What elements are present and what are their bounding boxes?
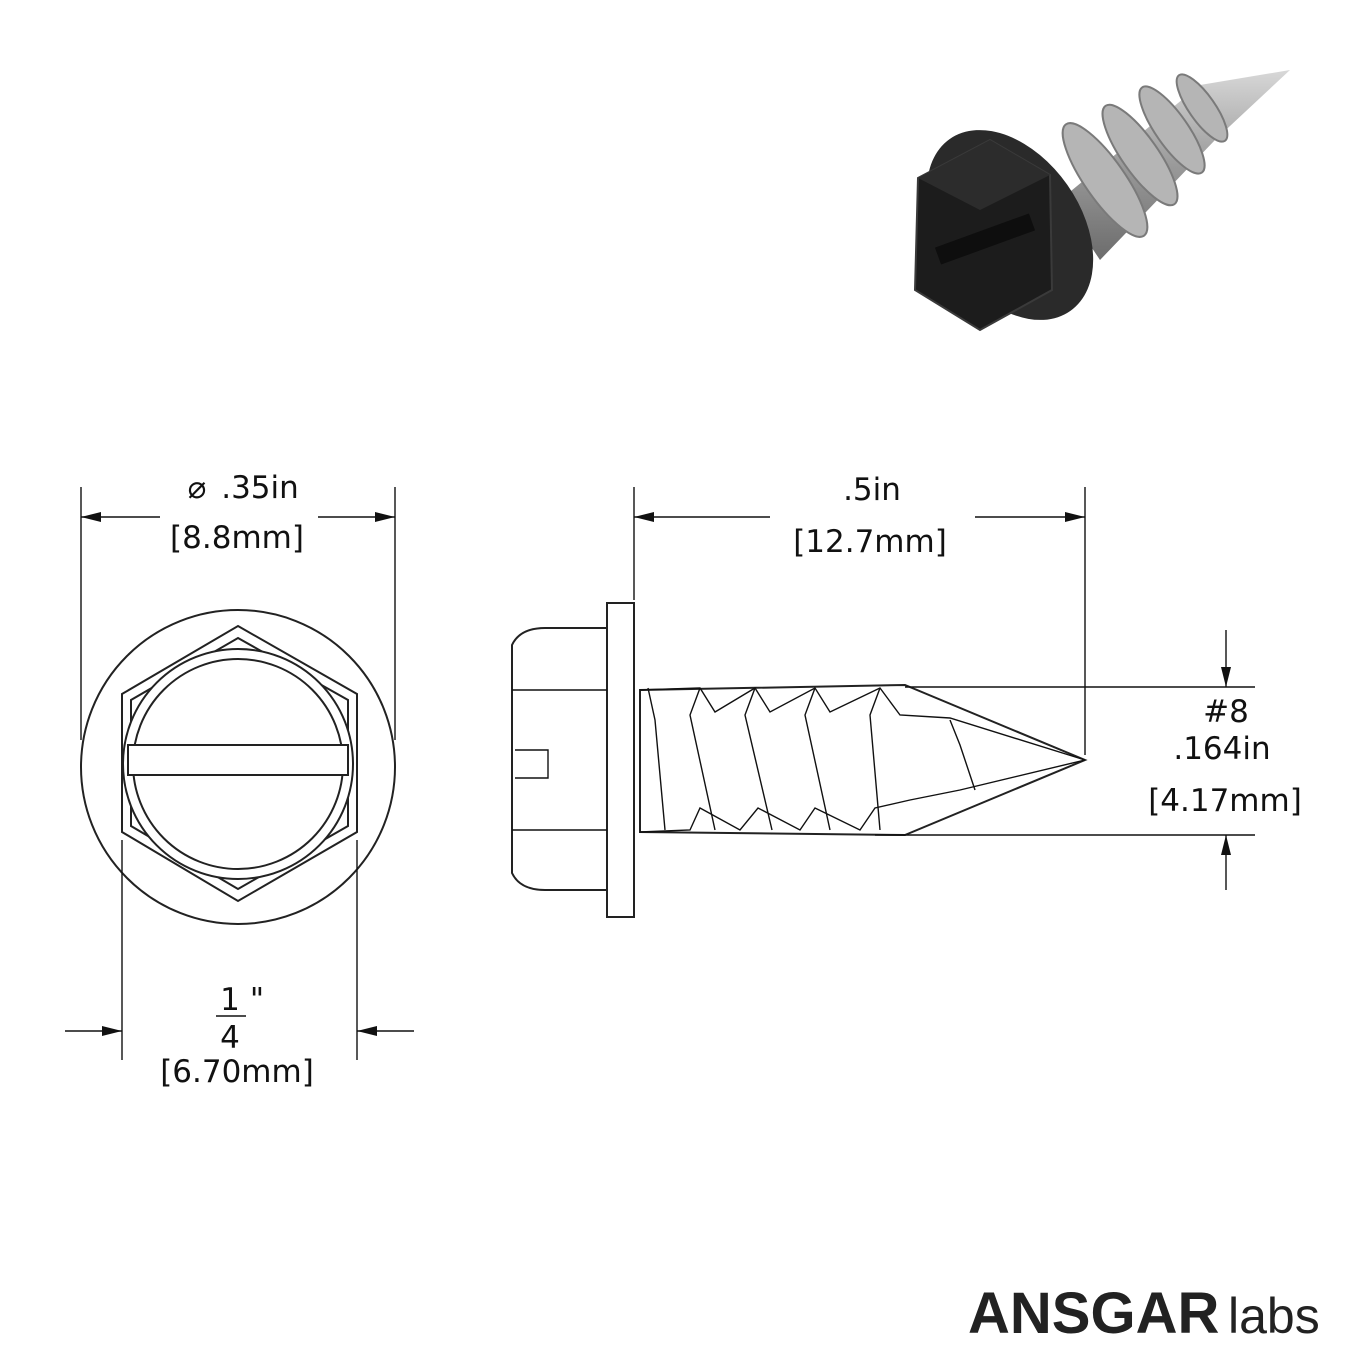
diameter-symbol: ⌀ — [188, 470, 207, 506]
hex-fraction-numerator: 1 — [220, 982, 240, 1018]
dimension-hex: 1 4 " [6.70mm] — [65, 840, 414, 1090]
hex-fraction-denominator: 4 — [220, 1020, 240, 1056]
length-in: .5in — [843, 472, 901, 508]
logo-main: ANSGAR — [968, 1281, 1219, 1346]
dimension-length: .5in [12.7mm] — [633, 472, 1086, 755]
front-view — [80, 609, 396, 925]
screw-3d-render — [913, 70, 1290, 332]
thread-size: #8 — [1203, 694, 1249, 730]
dimension-thread: #8 .164in [4.17mm] — [875, 630, 1302, 890]
dimension-diameter: ⌀ .35in [8.8mm] — [80, 470, 396, 740]
hex-inch-mark: " — [250, 982, 264, 1018]
ansgar-labs-logo: ANSGAR labs — [968, 1281, 1320, 1346]
length-mm: [12.7mm] — [793, 524, 947, 560]
thread-in: .164in — [1173, 731, 1270, 767]
diameter-mm: [8.8mm] — [170, 520, 304, 556]
hex-mm: [6.70mm] — [160, 1054, 314, 1090]
thread-mm: [4.17mm] — [1148, 783, 1302, 819]
side-view — [511, 602, 1088, 918]
logo-sub: labs — [1228, 1288, 1320, 1344]
diameter-in: .35in — [221, 470, 299, 506]
